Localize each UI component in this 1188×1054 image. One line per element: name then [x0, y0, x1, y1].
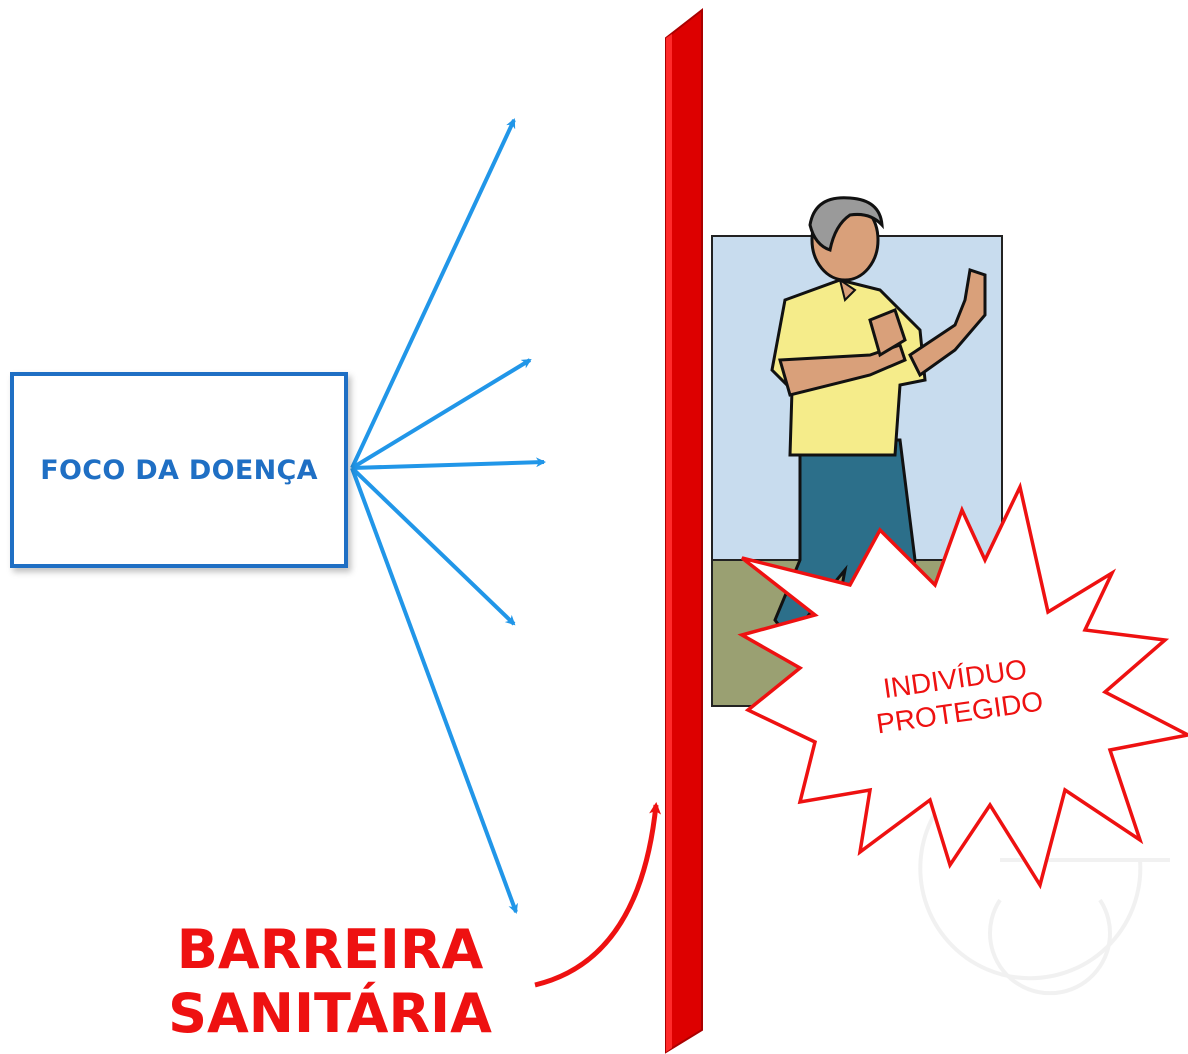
- disease-focus-box: FOCO DA DOENÇA: [10, 372, 348, 568]
- protected-starburst: [737, 481, 1188, 890]
- spread-arrow-4: [350, 466, 516, 626]
- spread-arrows: [350, 118, 546, 914]
- barrier-pointer-arrow: [534, 802, 662, 988]
- sanitary-barrier: [665, 7, 703, 1054]
- barrier-label-line1: BARREIRA: [176, 918, 484, 981]
- barrier-label-line2: SANITÁRIA: [168, 982, 492, 1045]
- spread-arrow-5: [350, 467, 518, 914]
- disease-focus-label: FOCO DA DOENÇA: [40, 454, 318, 486]
- barrier-label: BARREIRA SANITÁRIA: [120, 918, 540, 1046]
- spread-arrow-2: [350, 358, 532, 470]
- spread-arrow-3: [351, 457, 546, 470]
- spread-arrow-1: [350, 118, 516, 469]
